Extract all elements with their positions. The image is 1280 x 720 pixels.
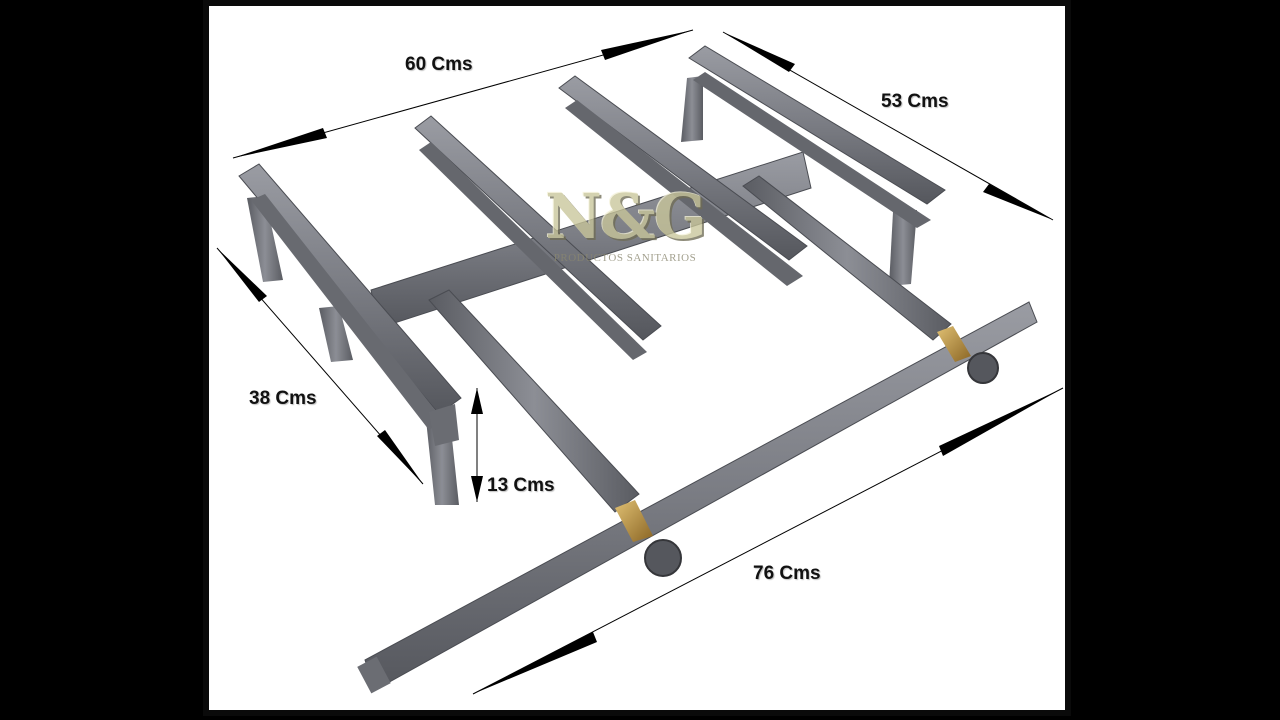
venturi-pipe	[742, 175, 952, 341]
burner-tube	[565, 100, 803, 286]
valve-knob	[967, 352, 999, 384]
dimension-arrow-13	[471, 388, 483, 502]
valve-knob	[644, 539, 682, 577]
dimension-label-height: 13 Cms	[487, 475, 555, 496]
dimension-label-top: 60 Cms	[405, 54, 473, 75]
dimension-label-bottom: 76 Cms	[753, 563, 821, 584]
burner-tube	[558, 75, 808, 261]
burner-tube	[688, 45, 946, 205]
dimension-arrow-60	[232, 29, 694, 159]
dimension-arrow-76	[472, 387, 1064, 695]
burner-tube	[251, 194, 443, 430]
brass-valve	[615, 500, 653, 542]
leg	[247, 196, 283, 282]
burner-tube	[414, 115, 662, 341]
venturi-pipe	[428, 289, 640, 513]
image-frame: 60 Cms 53 Cms 38 Cms 13 Cms 76 Cms N&G P…	[203, 0, 1075, 720]
dimension-arrow-38	[216, 247, 424, 485]
dimension-label-right: 53 Cms	[881, 91, 949, 112]
leg	[681, 76, 703, 142]
dimension-arrow-53	[722, 31, 1054, 221]
dimension-label-left: 38 Cms	[249, 388, 317, 409]
brass-valve	[937, 326, 971, 362]
leg	[889, 210, 917, 286]
burner-end	[429, 404, 459, 446]
manifold-thread	[357, 656, 391, 694]
burner-tube	[419, 142, 647, 360]
burner-photo	[203, 0, 1071, 716]
leg	[319, 306, 353, 362]
burner-tube	[693, 72, 931, 228]
